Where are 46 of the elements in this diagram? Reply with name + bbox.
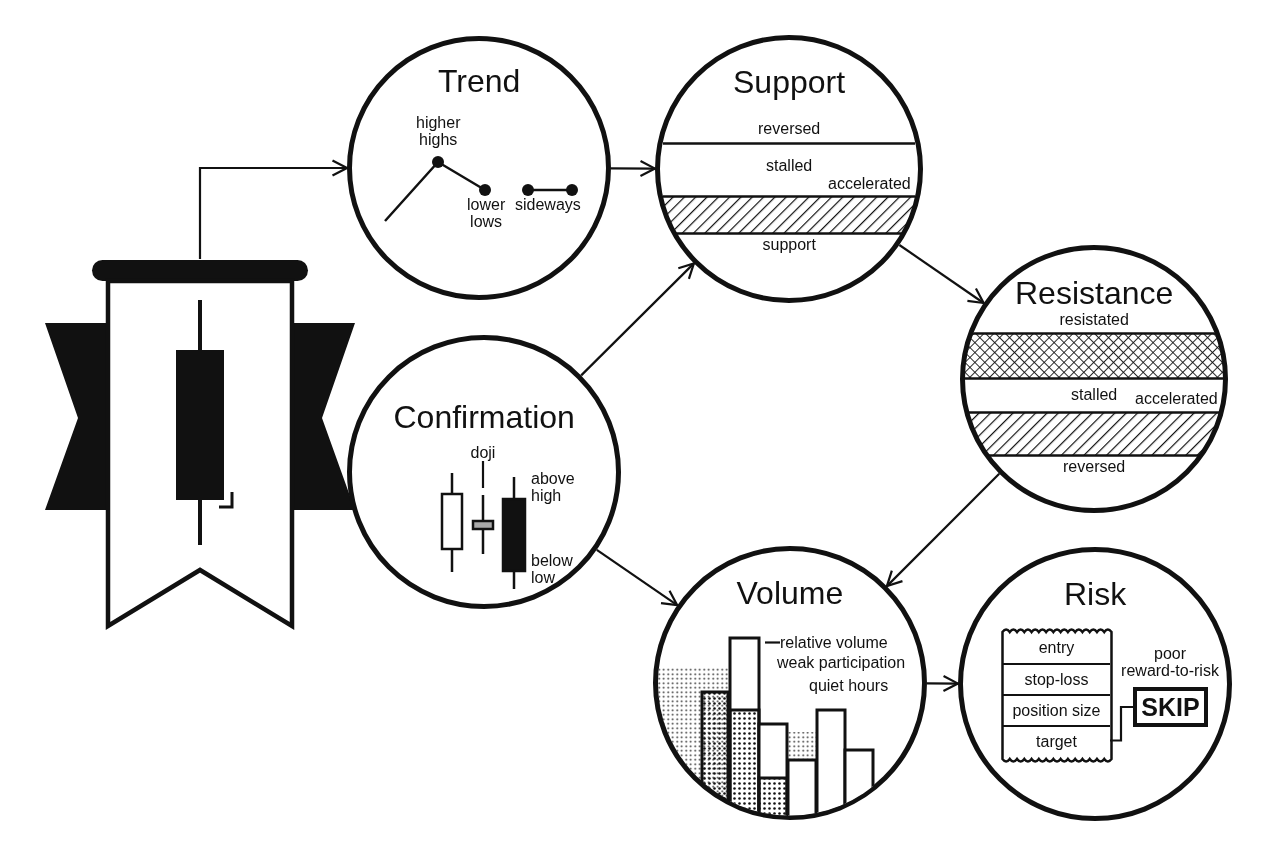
chart-label: reversed xyxy=(1063,458,1126,475)
receipt-row: stop-loss xyxy=(1003,663,1110,694)
chart-label: weak participation xyxy=(777,654,906,671)
topic-circle xyxy=(347,36,611,300)
chart-label: stalled xyxy=(1071,386,1118,403)
arrow xyxy=(611,159,657,178)
connector-line xyxy=(1110,705,1133,742)
chart-label: support xyxy=(762,236,816,253)
arrow xyxy=(927,674,960,693)
banner-illustration xyxy=(45,259,355,630)
arrow xyxy=(198,159,349,259)
arrow xyxy=(885,473,1000,588)
note-text: poor reward-to-risk xyxy=(1120,645,1220,679)
heading: Resistance xyxy=(1015,276,1174,311)
chart-label: above high xyxy=(531,470,575,504)
chart-label: lower lows xyxy=(467,196,506,230)
chart-label: higher highs xyxy=(416,114,461,148)
chart-label: below low xyxy=(531,552,573,586)
topic-circle xyxy=(347,335,621,609)
stamp-box: SKIP xyxy=(1133,687,1208,727)
chart-label: reversed xyxy=(758,120,821,137)
callout-label: doji xyxy=(470,444,496,461)
heading: Confirmation xyxy=(393,400,575,435)
heading: Trend xyxy=(438,64,521,99)
topic-circle xyxy=(653,546,927,820)
topic-circle xyxy=(958,547,1232,821)
chart-label: sideways xyxy=(515,196,581,213)
topic-circle xyxy=(655,35,923,303)
leader-line xyxy=(765,641,780,644)
arrow xyxy=(898,244,985,305)
callout-label: relative volume xyxy=(780,634,888,651)
chart-label: accelerated xyxy=(828,175,911,192)
arrow xyxy=(596,548,679,607)
chart-label: stalled xyxy=(766,157,813,174)
heading: Support xyxy=(733,65,846,100)
arrow xyxy=(580,262,695,377)
receipt-row: position size xyxy=(1003,694,1110,725)
heading: Risk xyxy=(1064,577,1127,612)
chart-label: accelerated xyxy=(1135,390,1218,407)
leader-line xyxy=(481,461,485,488)
chart-label: quiet hours xyxy=(809,677,889,694)
receipt-row: target xyxy=(1003,725,1110,756)
receipt-row: entry xyxy=(1003,632,1110,663)
heading: Volume xyxy=(736,576,844,611)
topic-circle xyxy=(960,245,1228,513)
chart-label: resistated xyxy=(1059,311,1129,328)
